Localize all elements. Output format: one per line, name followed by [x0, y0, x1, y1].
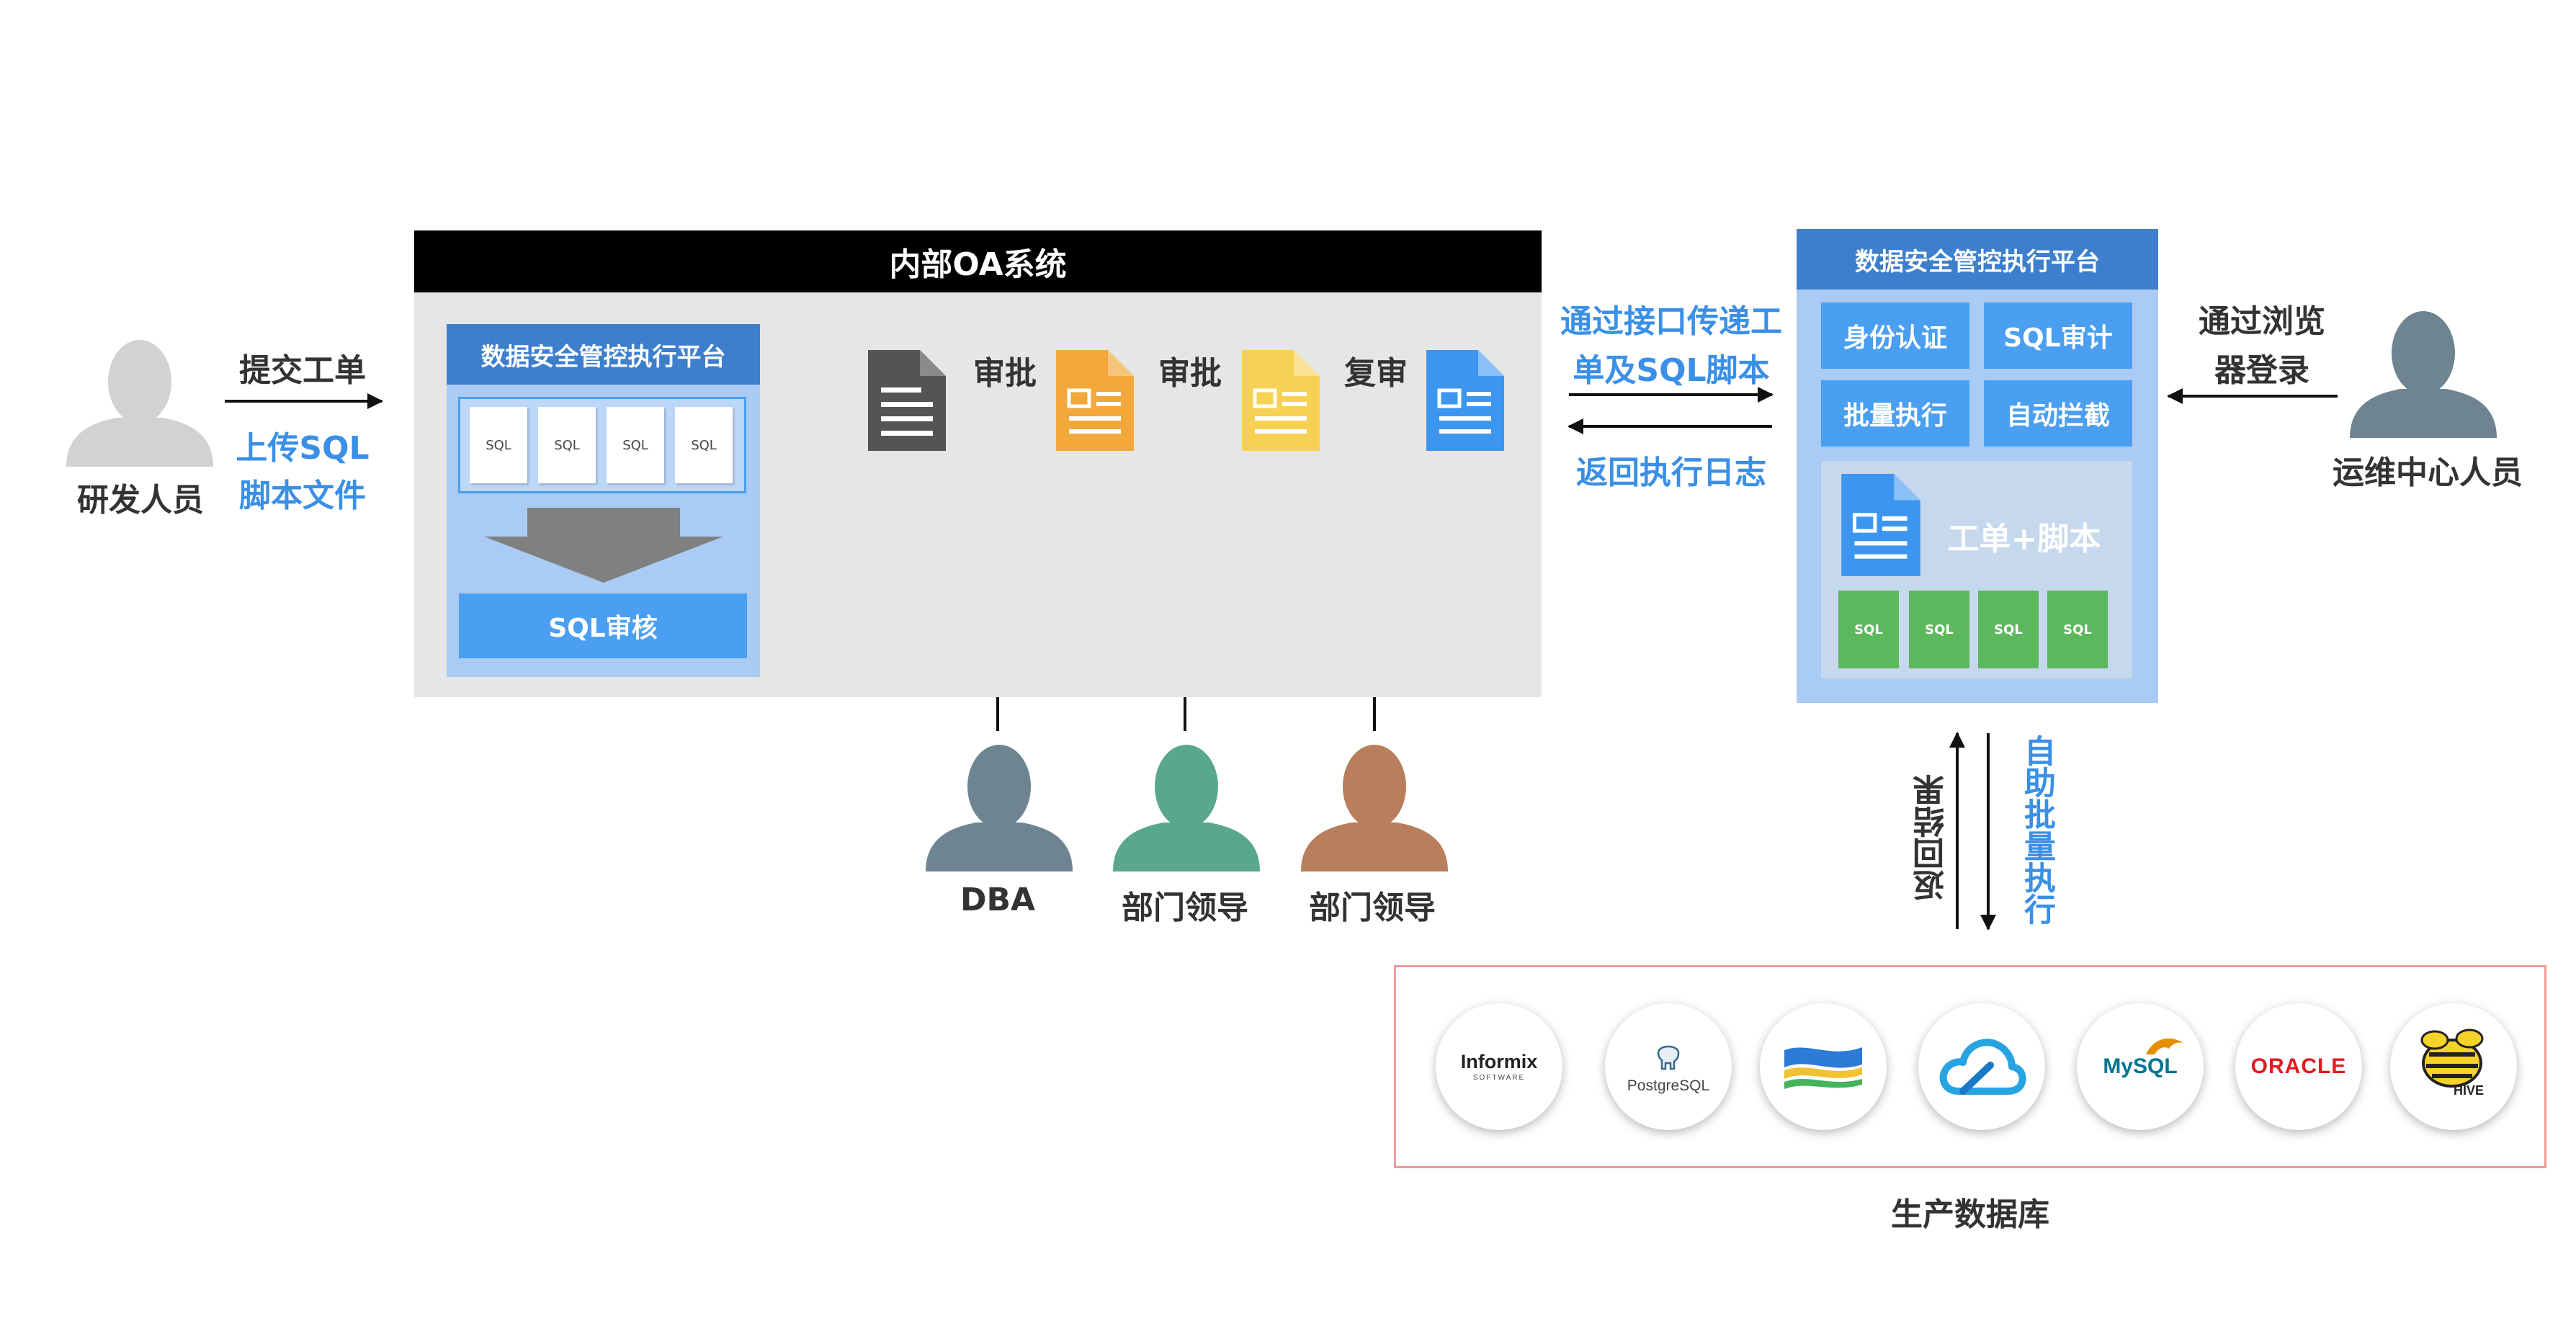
- ops-staff-label: 运维中心人员: [2333, 454, 2523, 491]
- postgresql-logo-text: PostgreSQL: [1627, 1077, 1710, 1094]
- informix-logo-text: Informix: [1460, 1050, 1538, 1072]
- hive-logo-text: HIVE: [2454, 1083, 2485, 1098]
- doc-icon-approval-1: [1056, 350, 1134, 451]
- informix-logo-subtext: SOFTWARE: [1472, 1073, 1526, 1082]
- oa-system-title: 内部OA系统: [414, 230, 1542, 292]
- browser-login-label-1: 通过浏览: [2199, 303, 2325, 340]
- cloud-icon: [1939, 1039, 2026, 1095]
- doc-icon-start: [868, 350, 946, 451]
- upload-sql-label-1: 上传SQL: [236, 430, 370, 467]
- mysql-logo-text: MySQL: [2103, 1054, 2178, 1078]
- back-label: 返回执行日志: [1576, 454, 1766, 491]
- bundle-label: 工单+脚本: [1947, 521, 2101, 557]
- step-label-approval-2: 审批: [1158, 355, 1222, 392]
- database-frame: [1394, 965, 2546, 1168]
- ops-person-icon: [2350, 311, 2497, 438]
- oa-sql-file: SQL: [675, 407, 733, 483]
- bundle-sql-file: SQL: [2047, 591, 2108, 668]
- feature-identity-auth: 身份认证: [1821, 302, 1969, 369]
- flag-db-logo: [1760, 1003, 1887, 1130]
- bee-icon: [2420, 1028, 2484, 1088]
- leader-2-person-icon: [1301, 745, 1448, 871]
- self-batch-exec-label: 自助批量执行: [2018, 735, 2055, 925]
- exec-platform-title: 数据安全管控执行平台: [1797, 229, 2158, 290]
- upload-sql-label-2: 脚本文件: [239, 478, 366, 514]
- oa-platform-title: 数据安全管控执行平台: [447, 324, 760, 385]
- cloud-db-logo: [1918, 1003, 2045, 1130]
- approver-leader-1-label: 部门领导: [1122, 889, 1248, 926]
- oracle-logo: ORACLE: [2235, 1003, 2362, 1130]
- mysql-logo: MySQL: [2077, 1003, 2204, 1130]
- feature-sql-audit: SQL审计: [1984, 302, 2132, 369]
- down-arrow-icon: [484, 508, 723, 583]
- approver-leader-2-label: 部门领导: [1309, 889, 1436, 926]
- doc-icon-final-review: [1426, 350, 1504, 451]
- production-db-label: 生产数据库: [1891, 1196, 2049, 1233]
- bundle-doc-icon: [1841, 474, 1920, 576]
- approver-dba-label: DBA: [960, 882, 1036, 918]
- oa-sql-file: SQL: [470, 407, 527, 483]
- dolphin-icon: [2146, 1038, 2184, 1054]
- return-result-label: 返回结果: [1913, 774, 1950, 901]
- doc-icon-approval-2: [1242, 350, 1320, 451]
- feature-batch-exec: 批量执行: [1821, 380, 1969, 447]
- forward-label-2: 单及SQL脚本: [1573, 352, 1770, 389]
- forward-label-1: 通过接口传递工: [1560, 303, 1782, 340]
- developer-person-icon: [66, 340, 213, 467]
- developer-label: 研发人员: [77, 482, 204, 519]
- step-label-final-review: 复审: [1344, 355, 1408, 392]
- bundle-sql-file: SQL: [1838, 591, 1899, 668]
- feature-auto-intercept: 自动拦截: [1984, 380, 2132, 447]
- sql-review-button[interactable]: SQL审核: [459, 593, 747, 658]
- browser-login-label-2: 器登录: [2214, 352, 2309, 389]
- postgresql-logo: PostgreSQL: [1605, 1003, 1732, 1130]
- bundle-sql-file: SQL: [1909, 591, 1969, 668]
- bundle-sql-file: SQL: [1978, 591, 2039, 668]
- oa-sql-file: SQL: [538, 407, 596, 483]
- step-label-approval-1: 审批: [973, 355, 1037, 392]
- oracle-logo-text: ORACLE: [2250, 1054, 2347, 1078]
- dba-person-icon: [926, 745, 1073, 871]
- elephant-icon: [1657, 1045, 1680, 1070]
- flag-logo-icon: [1784, 1047, 1862, 1089]
- leader-1-person-icon: [1113, 745, 1260, 871]
- hive-logo: HIVE: [2390, 1003, 2517, 1130]
- submit-ticket-label: 提交工单: [239, 352, 366, 389]
- informix-logo: Informix SOFTWARE: [1436, 1003, 1562, 1130]
- oa-sql-file: SQL: [607, 407, 664, 483]
